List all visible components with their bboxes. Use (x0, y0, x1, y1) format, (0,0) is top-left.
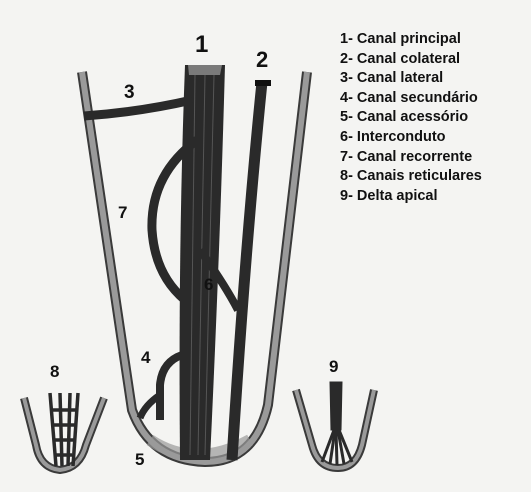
legend-item: 6- Interconduto (340, 128, 482, 148)
reticular-root (24, 393, 104, 470)
canal-colateral (232, 82, 262, 460)
label-9: 9 (329, 357, 338, 376)
label-3: 3 (124, 82, 135, 103)
legend-item: 1- Canal principal (340, 30, 482, 50)
canal-principal (180, 65, 225, 460)
legend-item: 3- Canal lateral (340, 69, 482, 89)
delta-root (296, 382, 374, 468)
label-5: 5 (135, 450, 144, 469)
label-4: 4 (141, 348, 151, 367)
legend-item: 8- Canais reticulares (340, 167, 482, 187)
legend-item: 4- Canal secundário (340, 89, 482, 109)
delta-apical (322, 382, 352, 465)
canais-reticulares (50, 393, 78, 466)
label-1: 1 (195, 31, 208, 58)
canal-secundario (160, 355, 182, 420)
legend-item: 2- Canal colateral (340, 50, 482, 70)
legend: 1- Canal principal 2- Canal colateral 3-… (340, 30, 482, 206)
legend-item: 9- Delta apical (340, 187, 482, 207)
legend-item: 5- Canal acessório (340, 108, 482, 128)
canal-lateral (84, 100, 192, 116)
label-2: 2 (256, 47, 268, 72)
label-6: 6 (204, 275, 213, 294)
legend-item: 7- Canal recorrente (340, 148, 482, 168)
label-8: 8 (50, 362, 59, 381)
label-7: 7 (118, 203, 127, 222)
